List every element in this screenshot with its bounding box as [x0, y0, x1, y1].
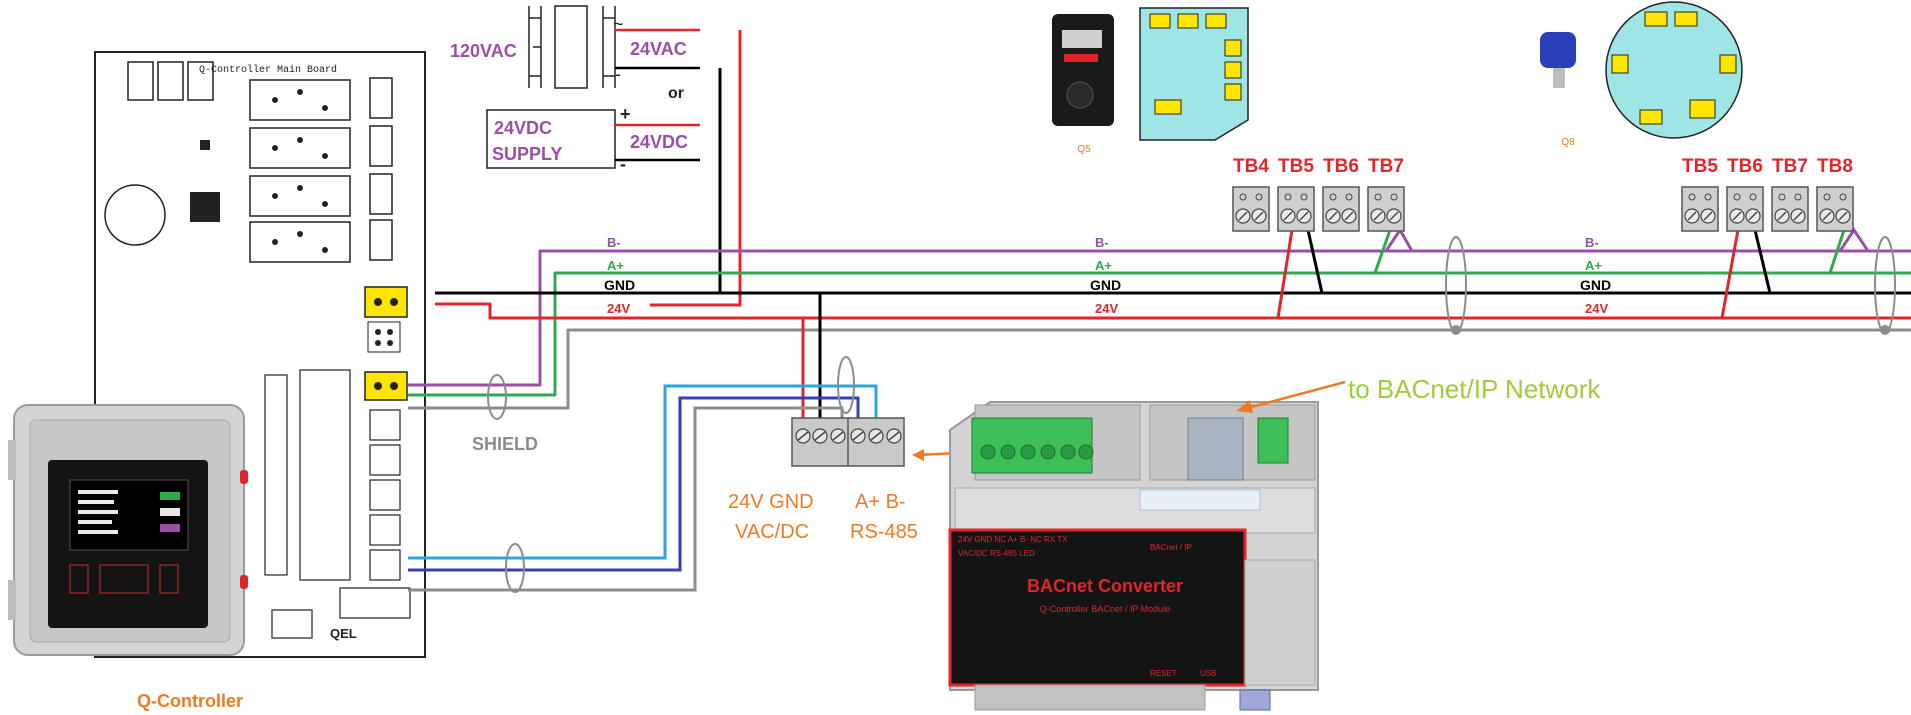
ac-input-label: 120VAC	[450, 41, 517, 61]
converter-subtitle: Q-Controller BACnet / IP Module	[1040, 604, 1170, 614]
svg-text:A+: A+	[607, 258, 624, 273]
q-controller-enclosure	[8, 404, 248, 656]
ac-output-label: 24VAC	[630, 39, 687, 59]
terminal-label: TB6	[1727, 156, 1763, 177]
ac-tilde: ~	[613, 14, 624, 34]
term-rs485-label-2: RS-485	[850, 521, 918, 543]
terminal-block-tb7: TB7	[1771, 156, 1809, 232]
converter-port-labels: 24V GND NC A+ B- NC RX TX	[958, 535, 1068, 544]
board-terminal-rs485	[364, 371, 408, 401]
converter-ethernet-port	[1187, 417, 1244, 481]
q5-label: Q5	[1077, 144, 1091, 155]
board-terminal-power	[364, 286, 408, 318]
terminal-label: TB7	[1772, 156, 1808, 177]
q5-terminal-blocks: TB4 TB5 TB6 TB7	[1232, 156, 1405, 232]
transformer	[528, 5, 616, 89]
bus-wires	[408, 249, 1911, 410]
terminal-block-tb8: TB8	[1816, 156, 1854, 232]
svg-text:GND: GND	[604, 277, 635, 293]
terminal-block-tb6: TB6	[1726, 156, 1764, 232]
svg-text:24V: 24V	[1585, 301, 1608, 316]
buzzer-icon	[104, 184, 166, 246]
svg-text:GND: GND	[1580, 277, 1611, 293]
terminal-block-tb4: TB4	[1232, 156, 1270, 232]
converter-eth-label: BACnet / IP	[1150, 543, 1192, 552]
q8-label: Q8	[1561, 137, 1575, 148]
terminal-label: TB4	[1233, 156, 1269, 177]
terminal-label: TB7	[1368, 156, 1404, 177]
converter-reset-label: RESET	[1150, 669, 1177, 678]
board-sensor-terminals	[264, 369, 411, 639]
svg-text:B-: B-	[1095, 235, 1109, 250]
terminal-label: TB8	[1817, 156, 1853, 177]
dc-plus: +	[620, 104, 631, 124]
shield-label: SHIELD	[472, 434, 538, 454]
controller-keypad	[69, 564, 179, 594]
dc-supply-label-2: SUPPLY	[492, 144, 562, 164]
q8-drop-wires	[1720, 227, 1870, 319]
or-label: or	[668, 85, 684, 102]
converter-green-terminal	[971, 417, 1093, 474]
terminal-block-tb5: TB5	[1277, 156, 1315, 232]
dc-output-label: 24VDC	[630, 132, 688, 152]
terminal-block-tb5: TB5	[1681, 156, 1719, 232]
converter-terminal-block	[791, 417, 905, 467]
dc-supply-box	[486, 109, 616, 169]
svg-text:A+: A+	[1095, 258, 1112, 273]
bus-labels-right: B- A+ GND 24V	[1580, 235, 1611, 316]
q5-device	[1052, 7, 1249, 141]
svg-text:B-: B-	[607, 235, 621, 250]
network-label: to BACnet/IP Network	[1348, 374, 1601, 404]
terminal-label: TB6	[1323, 156, 1359, 177]
network-arrow	[1236, 380, 1346, 413]
board-relays	[127, 61, 393, 263]
q8-sensor-head	[1540, 32, 1576, 68]
q8-terminal-blocks: TB5 TB6 TB7 TB8	[1681, 156, 1854, 232]
converter-port-sublabels: VAC/DC RS-485 LED	[958, 549, 1035, 558]
terminal-label: TB5	[1278, 156, 1314, 177]
term-power-label-1: 24V GND	[728, 491, 814, 513]
converter-shield-loop	[837, 356, 855, 414]
terminal-block-tb7: TB7	[1367, 156, 1405, 232]
shield-loops	[487, 236, 1896, 420]
q8-device	[1540, 1, 1743, 139]
controller-led	[240, 470, 248, 484]
terminal-label: TB5	[1682, 156, 1718, 177]
supply-24v-wire	[650, 30, 742, 307]
converter-bus-wires	[408, 293, 878, 592]
q-controller-label: Q-Controller	[137, 691, 243, 711]
board-title: Q-Controller Main Board	[199, 64, 337, 76]
svg-text:B-: B-	[1585, 235, 1599, 250]
dc-supply-label-1: 24VDC	[494, 118, 552, 138]
bus-labels-left: B- A+ GND 24V	[604, 235, 635, 316]
bacnet-converter-module: 24V GND NC A+ B- NC RX TX VAC/DC RS-485 …	[948, 401, 1319, 711]
bus-labels-mid: B- A+ GND 24V	[1090, 235, 1121, 316]
converter-usb-label: USB	[1200, 669, 1216, 678]
board-logo: QEL	[330, 626, 357, 641]
dc-minus: -	[620, 154, 626, 174]
svg-text:24V: 24V	[1095, 301, 1118, 316]
svg-text:GND: GND	[1090, 277, 1121, 293]
terminal-block-tb6: TB6	[1322, 156, 1360, 232]
svg-text:A+: A+	[1585, 258, 1602, 273]
svg-text:24V: 24V	[607, 301, 630, 316]
converter-title: BACnet Converter	[1027, 576, 1183, 596]
term-power-label-2: VAC/DC	[735, 521, 809, 543]
ac-minus: -	[615, 64, 621, 84]
term-rs485-label-1: A+ B-	[855, 491, 906, 513]
